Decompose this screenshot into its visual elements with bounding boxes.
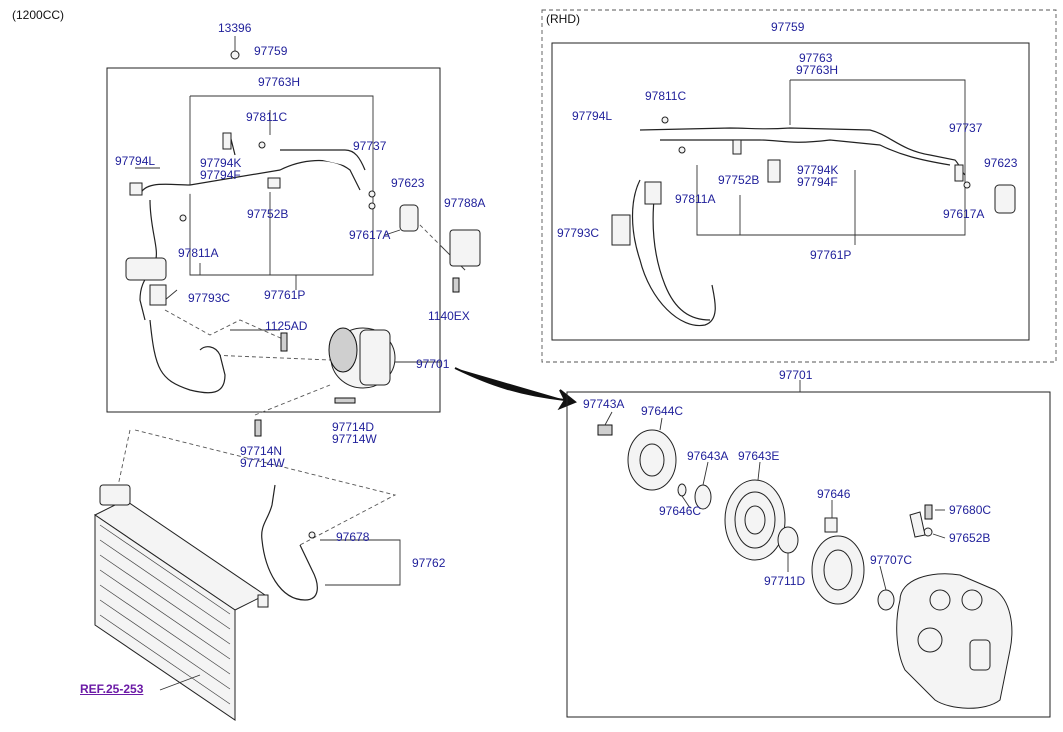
compressor-detail-box	[566, 391, 1051, 718]
rhd-hose-box	[551, 42, 1030, 341]
comp-part-label-97680c[interactable]: 97680C	[949, 503, 992, 517]
part-label-97793c[interactable]: 97793C	[188, 291, 231, 305]
ref-link[interactable]: REF.25-253	[80, 682, 144, 696]
part-label-97714w-2[interactable]: 97714W	[240, 456, 285, 470]
part-label-97623[interactable]: 97623	[391, 176, 425, 190]
rhd-part-label-97763h[interactable]: 97763H	[796, 63, 839, 77]
rhd-part-label-97617a[interactable]: 97617A	[943, 207, 985, 221]
comp-part-label-97711d[interactable]: 97711D	[764, 574, 806, 588]
part-label-97811c[interactable]: 97811C	[246, 110, 288, 124]
rhd-part-label-97794f[interactable]: 97794F	[797, 175, 838, 189]
part-label-97714n[interactable]: 97714N	[240, 444, 283, 458]
rhd-part-label-97793c[interactable]: 97793C	[557, 226, 600, 240]
part-label-13396[interactable]: 13396	[218, 21, 252, 35]
rhd-box	[541, 9, 1057, 363]
part-label-97617a[interactable]: 97617A	[349, 228, 391, 242]
comp-part-label-97701[interactable]: 97701	[779, 368, 813, 382]
comp-part-label-97643a[interactable]: 97643A	[687, 449, 729, 463]
rhd-part-label-97811c[interactable]: 97811C	[645, 89, 687, 103]
rhd-part-label-97811a[interactable]: 97811A	[675, 192, 716, 206]
rhd-part-label-97737[interactable]: 97737	[949, 121, 983, 135]
part-label-1140ex[interactable]: 1140EX	[428, 309, 470, 323]
part-label-97759[interactable]: 97759	[254, 44, 288, 58]
part-label-97737[interactable]: 97737	[353, 139, 387, 153]
comp-part-label-97643e[interactable]: 97643E	[738, 449, 780, 463]
comp-part-label-97652b[interactable]: 97652B	[949, 531, 991, 545]
part-label-97678[interactable]: 97678	[336, 530, 370, 544]
hose-assembly-box	[106, 67, 441, 413]
comp-part-label-97707c[interactable]: 97707C	[870, 553, 913, 567]
variant-label: (1200CC)	[12, 8, 65, 22]
part-label-97762[interactable]: 97762	[412, 556, 446, 570]
rhd-part-label-97794l[interactable]: 97794L	[572, 109, 613, 123]
part-label-97811a[interactable]: 97811A	[178, 246, 219, 260]
part-label-1125ad[interactable]: 1125AD	[265, 319, 308, 333]
part-label-97763h[interactable]: 97763H	[258, 75, 301, 89]
rhd-part-label-97794k[interactable]: 97794K	[797, 163, 839, 177]
comp-part-label-97646[interactable]: 97646	[817, 487, 851, 501]
rhd-part-label-97752b[interactable]: 97752B	[718, 173, 760, 187]
comp-part-label-97743a[interactable]: 97743A	[583, 397, 625, 411]
part-label-97761p[interactable]: 97761P	[264, 288, 306, 302]
part-label-97794k[interactable]: 97794K	[200, 156, 242, 170]
part-label-97788a[interactable]: 97788A	[444, 196, 486, 210]
part-label-97714w[interactable]: 97714W	[332, 432, 377, 446]
rhd-part-label-97761p[interactable]: 97761P	[810, 248, 852, 262]
part-label-97714d[interactable]: 97714D	[332, 420, 375, 434]
part-label-97794l[interactable]: 97794L	[115, 154, 156, 168]
comp-part-label-97644c[interactable]: 97644C	[641, 404, 684, 418]
rhd-label: (RHD)	[546, 12, 580, 26]
comp-part-label-97646c[interactable]: 97646C	[659, 504, 702, 518]
rhd-part-label-97763[interactable]: 97763	[799, 51, 833, 65]
part-label-97794f[interactable]: 97794F	[200, 168, 241, 182]
part-label-97701[interactable]: 97701	[416, 357, 450, 371]
rhd-part-label-97623[interactable]: 97623	[984, 156, 1018, 170]
rhd-part-label-97759[interactable]: 97759	[771, 20, 805, 34]
part-label-97752b[interactable]: 97752B	[247, 207, 289, 221]
